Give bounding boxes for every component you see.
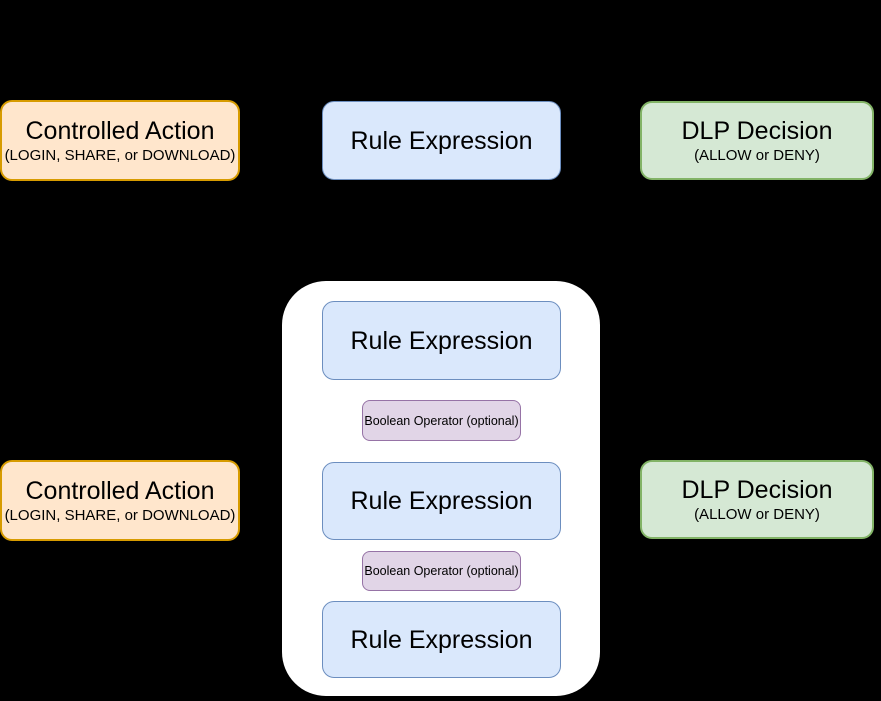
dlp-decision-node-bottom: DLP Decision (ALLOW or DENY) bbox=[640, 460, 874, 539]
controlled-action-top-subtitle: (LOGIN, SHARE, or DOWNLOAD) bbox=[4, 147, 236, 164]
dlp-decision-top-subtitle: (ALLOW or DENY) bbox=[694, 147, 820, 164]
dlp-decision-node-top: DLP Decision (ALLOW or DENY) bbox=[640, 101, 874, 180]
rule-expression-node-1: Rule Expression bbox=[322, 301, 561, 380]
dlp-decision-top-title: DLP Decision bbox=[681, 117, 833, 145]
controlled-action-node-bottom: Controlled Action (LOGIN, SHARE, or DOWN… bbox=[0, 460, 240, 541]
rule-expression-node-2: Rule Expression bbox=[322, 462, 561, 540]
rule-expression-node-top: Rule Expression bbox=[322, 101, 561, 180]
boolean-operator-node-2: Boolean Operator (optional) bbox=[362, 551, 521, 591]
controlled-action-top-title: Controlled Action bbox=[25, 117, 215, 145]
boolean-operator-node-1: Boolean Operator (optional) bbox=[362, 400, 521, 441]
controlled-action-node-top: Controlled Action (LOGIN, SHARE, or DOWN… bbox=[0, 100, 240, 181]
rule-expression-1-title: Rule Expression bbox=[350, 326, 533, 355]
rule-expression-3-title: Rule Expression bbox=[350, 625, 533, 654]
controlled-action-bottom-title: Controlled Action bbox=[25, 477, 215, 505]
boolean-operator-1-label: Boolean Operator (optional) bbox=[364, 413, 519, 428]
dlp-decision-bottom-title: DLP Decision bbox=[681, 476, 833, 504]
rule-expression-top-title: Rule Expression bbox=[350, 126, 533, 155]
controlled-action-bottom-subtitle: (LOGIN, SHARE, or DOWNLOAD) bbox=[4, 507, 236, 524]
rule-expression-node-3: Rule Expression bbox=[322, 601, 561, 678]
boolean-operator-2-label: Boolean Operator (optional) bbox=[364, 564, 519, 578]
dlp-decision-bottom-subtitle: (ALLOW or DENY) bbox=[694, 506, 820, 523]
rule-expression-2-title: Rule Expression bbox=[350, 487, 533, 515]
